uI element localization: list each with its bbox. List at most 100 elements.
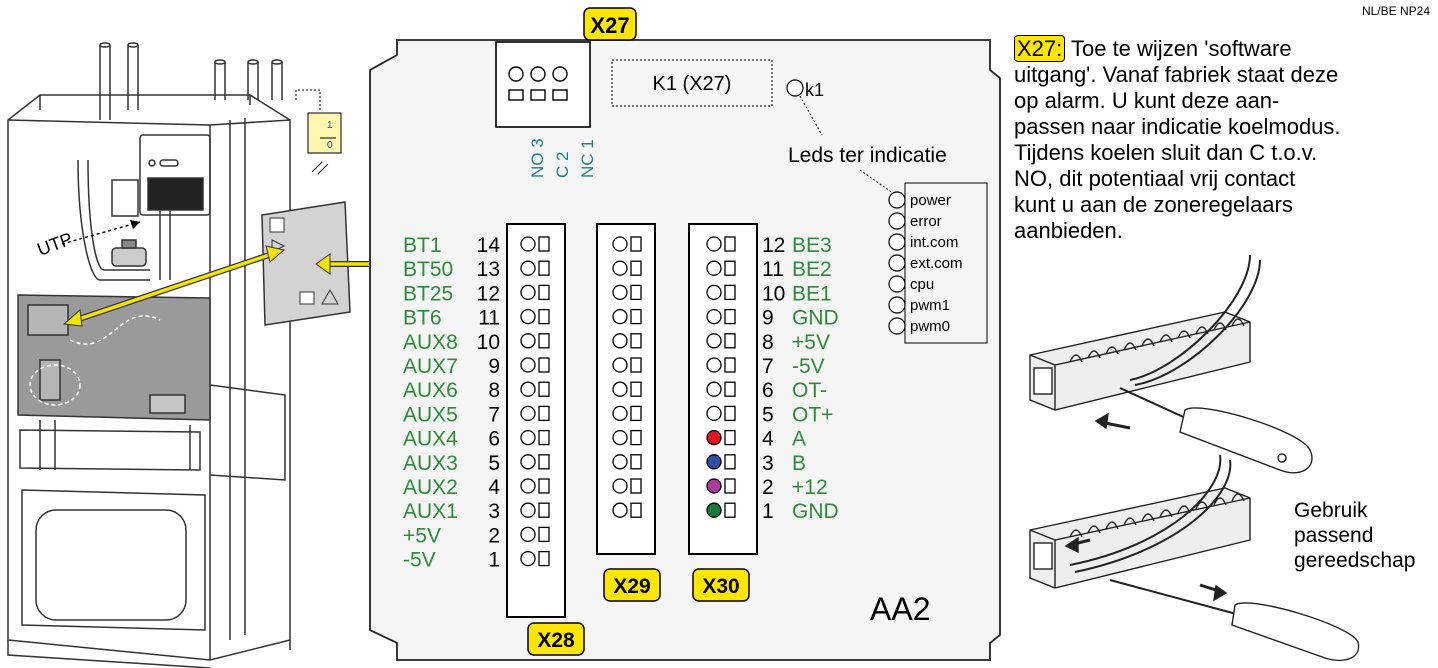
x30-terminal-name: +5V <box>792 331 830 354</box>
tool-caption-line-1: Gebruik <box>1294 499 1368 522</box>
x30-pin-hole <box>706 284 722 301</box>
x28-pin-hole <box>520 526 536 543</box>
x30-terminal-name: A <box>792 428 806 451</box>
x28-terminal-number: 5 <box>488 452 500 475</box>
k1-led: k1 <box>786 79 824 100</box>
svg-text:X30: X30 <box>702 575 739 598</box>
board-cover-plate <box>261 201 351 326</box>
x30-pin-hole <box>706 454 722 470</box>
x27-description-line-3: op alarm. U kunt deze aan- <box>1014 88 1280 113</box>
led-power-label: power <box>910 192 951 209</box>
x29-pin-screw <box>630 478 642 494</box>
svg-text:X27: X27 <box>590 13 629 38</box>
utp-label: UTP <box>35 229 76 260</box>
x28-pin-screw <box>538 429 550 446</box>
switch-label-0: 0 <box>327 140 333 151</box>
x28-pin-screw <box>538 357 550 373</box>
x29-pin-hole <box>612 429 628 446</box>
x28-terminal-name: BT50 <box>403 258 453 281</box>
x30-terminal-number: 12 <box>762 234 785 257</box>
x28-pin-screw <box>538 405 550 422</box>
x28-terminal-number: 9 <box>488 355 500 378</box>
x27-description-line-5: Tijdens koelen sluit dan C t.o.v. <box>1014 140 1318 165</box>
x30-pin-screw <box>724 284 736 301</box>
x27-description-line-2: uitgang'. Vanaf fabriek staat deze <box>1014 62 1339 87</box>
switch-label-1: 1 <box>327 120 333 131</box>
x30-terminal-number: 9 <box>762 307 774 330</box>
x28-pins <box>520 236 550 567</box>
x30-pin-screw <box>724 478 736 494</box>
x28-terminal-number: 1 <box>488 549 500 572</box>
x28-terminal-name: AUX3 <box>403 452 458 475</box>
x28-terminal-name: BT1 <box>403 234 442 257</box>
led-pwm0-icon <box>888 317 906 335</box>
x27-connector: NO 3 C 2 NC 1 <box>495 41 597 178</box>
x30-terminal-number: 6 <box>762 379 774 402</box>
x28-pin-screw <box>538 381 550 397</box>
x29-pin-hole <box>612 381 628 397</box>
led-ext-com-icon <box>888 254 906 272</box>
x28-pin-screw <box>538 526 550 543</box>
dip-switch-callout: 1 0 <box>295 89 342 175</box>
x30-terminal-number: 1 <box>762 500 774 523</box>
svg-text:k1: k1 <box>805 80 824 100</box>
k1-relay: K1 (X27) <box>611 59 773 107</box>
x29-pin-hole <box>612 405 628 422</box>
x30-terminal-strip <box>688 223 758 555</box>
x28-pin-hole <box>520 502 536 518</box>
x29-pins <box>612 236 642 518</box>
x28-terminal-name: -5V <box>403 549 436 572</box>
x30-terminal-number: 11 <box>762 258 784 281</box>
x28-terminal-number: 11 <box>478 307 500 330</box>
tool-caption-line-3: gereedschap <box>1294 549 1416 572</box>
x27-description: X27: Toe te wijzen 'software uitgang'. V… <box>1014 35 1434 244</box>
led-cpu-icon <box>888 275 906 293</box>
x27-description-line-7: kunt u aan de zoneregelaars <box>1014 192 1293 217</box>
x28-terminal-strip <box>506 223 566 618</box>
x30-pin-hole <box>706 502 722 518</box>
x28-terminal-name: AUX6 <box>403 379 458 402</box>
x28-terminal-number: 3 <box>488 500 500 523</box>
x30-terminal-number: 5 <box>762 403 774 426</box>
x28-terminal-name: AUX8 <box>403 331 458 354</box>
x28-pin-screw <box>538 308 550 325</box>
x30-pin-hole <box>706 236 722 252</box>
x30-pin-screw <box>724 405 736 422</box>
x28-pin-screw <box>538 550 550 567</box>
x27-description-tag: X27: <box>1014 35 1066 62</box>
x29-pin-screw <box>630 333 642 349</box>
x29-pin-hole <box>612 502 628 518</box>
led-pwm1-label: pwm1 <box>910 297 950 314</box>
x29-pin-hole <box>612 284 628 301</box>
x30-pin-screw <box>724 357 736 373</box>
x28-terminal-number: 7 <box>488 403 500 426</box>
connection-arrows <box>62 245 389 327</box>
x30-terminal-name: BE1 <box>792 282 832 305</box>
x28-terminal-number: 2 <box>488 524 500 547</box>
x29-pin-screw <box>630 381 642 397</box>
heat-pump-unit <box>7 42 291 668</box>
x27-description-line-8: aanbieden. <box>1014 218 1123 243</box>
x30-tag: X30 <box>692 568 750 602</box>
x28-terminal-number: 4 <box>488 476 500 499</box>
x30-terminal-number: 4 <box>762 428 774 451</box>
x28-terminal-number: 13 <box>477 258 500 281</box>
x29-pin-screw <box>630 236 642 252</box>
x28-pin-screw <box>538 260 550 276</box>
x28-terminal-number: 6 <box>488 428 500 451</box>
x29-pin-hole <box>612 454 628 470</box>
svg-text:X28: X28 <box>537 629 575 652</box>
x28-terminal-name: +5V <box>403 524 441 547</box>
terminal-screwdriver-illustration-top <box>1029 254 1313 474</box>
x30-terminal-number: 3 <box>762 452 774 475</box>
x30-pin-screw <box>724 308 736 325</box>
x30-terminal-name: GND <box>792 307 839 330</box>
x29-pin-hole <box>612 236 628 252</box>
x28-pin-hole <box>520 454 536 470</box>
x29-pin-screw <box>630 284 642 301</box>
x27-description-line-6: NO, dit potentiaal vrij contact <box>1014 166 1296 191</box>
x30-terminal-name: B <box>792 452 806 475</box>
x30-terminal-number: 2 <box>762 476 774 499</box>
